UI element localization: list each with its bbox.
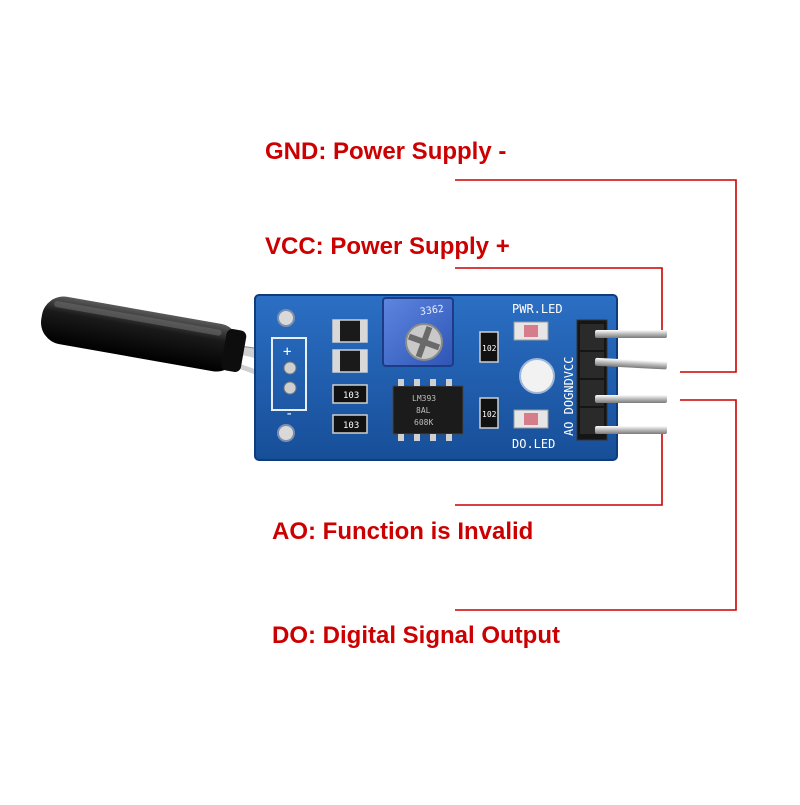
pot-code: 3362 <box>419 304 444 318</box>
pwr-led <box>513 321 549 341</box>
chip-marking-3: 608K <box>414 418 433 427</box>
resistor-103-a-label: 103 <box>343 391 359 401</box>
capacitor-mid <box>332 349 368 373</box>
resistor-103-b: 103 <box>332 414 368 434</box>
plus-silkscreen: + <box>283 344 291 360</box>
do-led-label: DO.LED <box>512 437 555 451</box>
do-led <box>513 409 549 429</box>
pcb-board: + - 103 103 3362 <box>254 294 618 461</box>
pin-gnd <box>594 357 668 370</box>
resistor-103-b-label: 103 <box>343 421 359 431</box>
ao-label: AO: Function is Invalid <box>272 518 534 545</box>
resistor-102-b: 102 <box>479 397 499 429</box>
resistor-102-a: 102 <box>479 331 499 363</box>
leader-lines <box>455 179 737 611</box>
do-label: DO: Digital Signal Output <box>272 622 560 649</box>
potentiometer: 3362 <box>382 297 454 367</box>
pin-silkscreen: AO DOGNDVCC <box>562 357 576 436</box>
resistor-103-a: 103 <box>332 384 368 404</box>
leader-line-ao <box>455 432 663 506</box>
chip-marking-2: 8AL <box>416 406 431 415</box>
chip-marking-1: LM393 <box>412 394 436 403</box>
leader-line-vcc <box>455 267 663 332</box>
tilt-sensor <box>41 296 294 393</box>
minus-silkscreen: - <box>285 406 293 422</box>
pin-do <box>595 395 667 403</box>
resistor-102-b-label: 102 <box>482 410 497 419</box>
pwr-led-label: PWR.LED <box>512 302 563 316</box>
leader-line-gnd <box>455 179 737 373</box>
capacitor-top <box>332 319 368 343</box>
header-pins <box>576 319 668 441</box>
pin-ao <box>595 426 667 434</box>
comparator-chip: LM393 8AL 608K <box>392 379 464 441</box>
leader-line-do <box>455 399 737 611</box>
vcc-label: VCC: Power Supply + <box>265 233 510 260</box>
resistor-102-a-label: 102 <box>482 344 497 353</box>
gnd-label: GND: Power Supply - <box>265 138 507 165</box>
pin-vcc <box>595 330 667 338</box>
